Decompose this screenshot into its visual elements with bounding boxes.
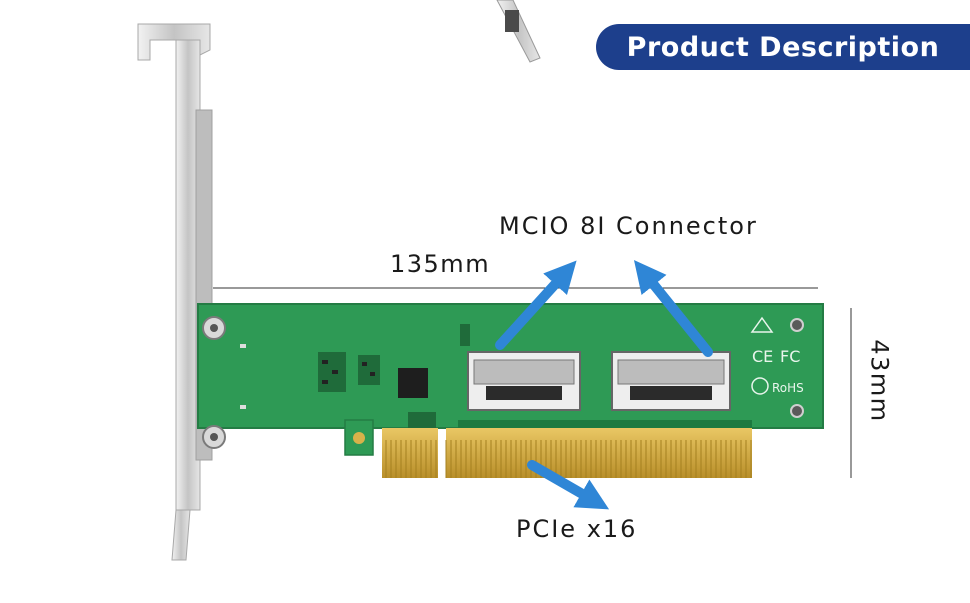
product-description-banner: Product Description <box>596 24 970 70</box>
width-dimension-label: 135mm <box>390 250 491 278</box>
arrow-connector-right <box>633 260 713 357</box>
pcb-board: CE FC RoHS <box>197 303 824 456</box>
ce-mark: CE <box>752 347 773 366</box>
height-dimension-label: 43mm <box>865 339 894 423</box>
fc-mark: FC <box>780 347 800 366</box>
rohs-mark: RoHS <box>772 381 804 395</box>
arrow-connector-left <box>495 260 577 350</box>
banner-title: Product Description <box>626 31 940 63</box>
mcio-connector-label: MCIO 8I Connector <box>499 212 758 240</box>
arrows <box>495 260 713 510</box>
pcie-gold-fingers <box>382 428 752 478</box>
metal-bracket <box>137 23 213 561</box>
bracket-fragment <box>496 0 541 63</box>
pcie-slot-label: PCIe x16 <box>516 515 638 543</box>
arrow-pcie <box>527 460 610 510</box>
